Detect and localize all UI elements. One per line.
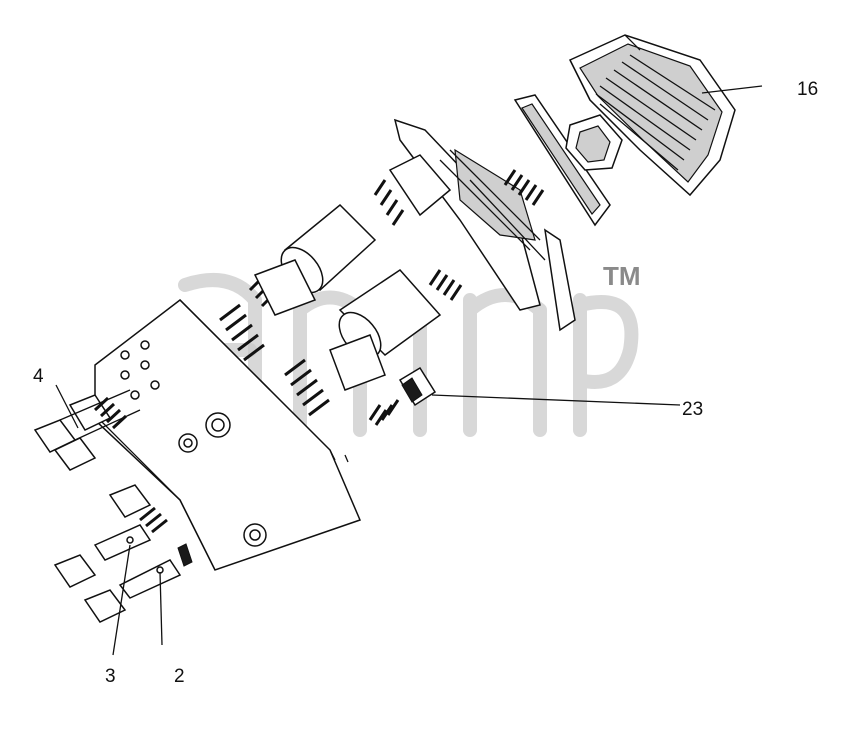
flange-plate bbox=[513, 94, 623, 227]
main-housing-block bbox=[94, 299, 362, 571]
callout-3: 3 bbox=[105, 666, 116, 687]
callout-2: 2 bbox=[174, 666, 185, 687]
springs-middle bbox=[219, 259, 386, 417]
part-23-screw bbox=[368, 366, 437, 426]
callout-4: 4 bbox=[33, 366, 44, 387]
callout-16: 16 bbox=[797, 79, 818, 100]
springs-upper bbox=[373, 169, 545, 301]
lower-terminals bbox=[53, 484, 193, 623]
part-16-finned-cover bbox=[568, 34, 736, 197]
watermark-trademark: TM bbox=[603, 261, 641, 291]
part-4-connector bbox=[33, 389, 141, 471]
callout-23: 23 bbox=[682, 399, 703, 420]
leader-lines bbox=[55, 85, 763, 656]
